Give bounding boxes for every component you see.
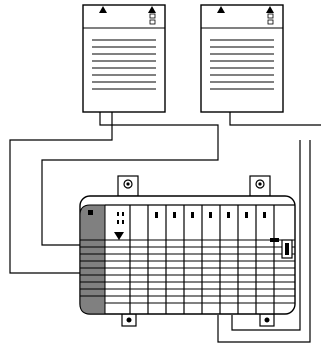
wiring [9,112,321,343]
terminal-icon [99,6,107,13]
wire-left-supply-inner [41,112,219,246]
mounting-tab-bottom-left [121,313,137,327]
mounting-tab-top-left [117,175,139,197]
status-led-icon [88,210,93,215]
mounting-tab-top-right [249,175,271,197]
wire-right-supply-outer [229,112,321,126]
indicator-led-icon [149,19,156,25]
slot-led-icon [209,212,212,218]
terminal-icon [148,6,156,13]
slot-led-icon [173,212,176,218]
controller-panel [79,204,106,315]
slot-led-icon [155,212,158,218]
slot-led-icon [227,212,230,218]
power-supply-left-vents [92,39,156,90]
power-supply-right-vents [210,39,274,90]
slot-led-icon [122,220,124,224]
power-supply-right [200,4,284,113]
controller-panel-ridges [80,239,105,297]
slot-led-icon [245,212,248,218]
slot-led-icon [117,220,119,224]
wire-left-supply-outer [9,112,113,274]
indicator-led-icon [267,13,274,19]
slot-led-icon [263,212,266,218]
terminal-icon [217,6,225,13]
slot-led-icon [122,212,124,216]
slot-led-icon [117,212,119,216]
comm-module-connector [270,238,293,259]
indicator-led-icon [267,19,274,25]
power-supply-left [82,4,166,113]
slot-indicators [117,212,266,224]
terminal-block-ridges [105,239,295,304]
slot-led-icon [191,212,194,218]
mounting-tab-bottom-right [259,313,275,327]
indicator-led-icon [149,13,156,19]
wire-bottom-inner [231,140,301,331]
port-icon [270,238,279,242]
key-switch-icon [114,232,124,240]
io-chassis [79,175,296,327]
terminal-icon [266,6,274,13]
wire-right-supply-bottom [217,140,311,343]
